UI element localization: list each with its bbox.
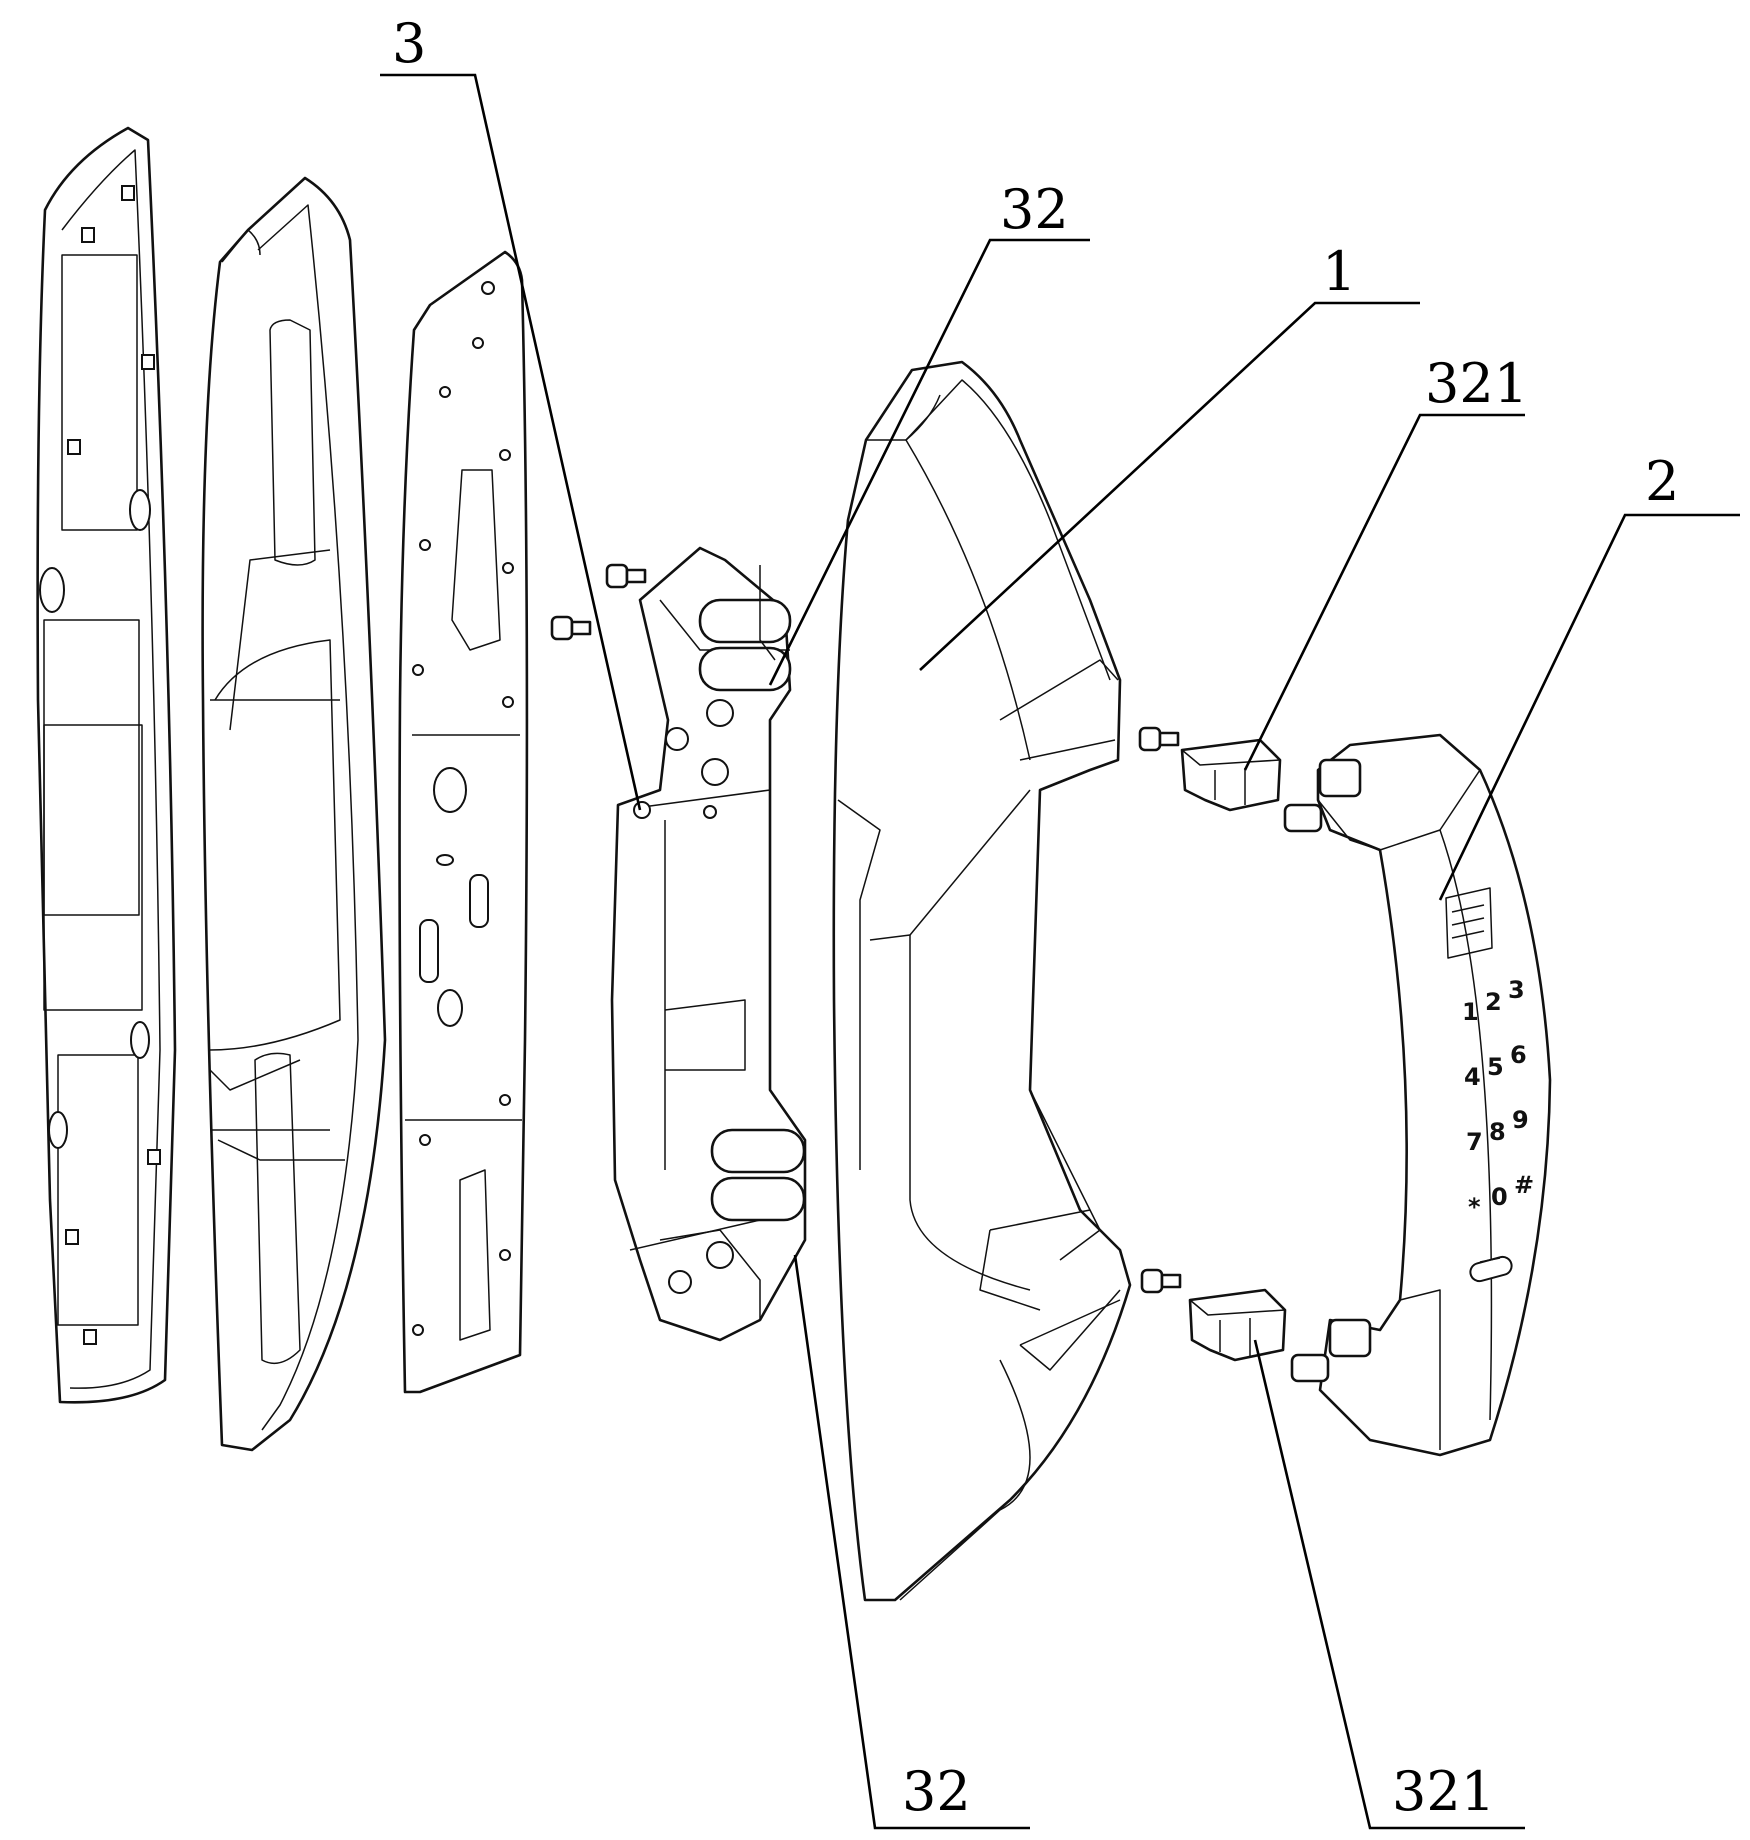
- leader-lines: [380, 73, 1740, 1830]
- front-housing: [832, 360, 1132, 1602]
- leader-1: [919, 301, 1420, 671]
- back-housing: [201, 176, 387, 1452]
- key-0: 0: [1491, 1183, 1508, 1211]
- screw: [1138, 726, 1180, 752]
- leader-32-bottom: [793, 1254, 1030, 1830]
- callout-321-top: 321: [1425, 352, 1528, 415]
- keypad-keys: 1 2 3 4 5 6 7 8 9 * 0 #: [1462, 976, 1534, 1221]
- key-hash: #: [1514, 1171, 1534, 1199]
- callout-321-bottom: 321: [1392, 1760, 1495, 1823]
- key-3: 3: [1508, 976, 1525, 1004]
- key-4: 4: [1464, 1063, 1481, 1091]
- leader-32-top: [768, 238, 1090, 686]
- internal-bracket: [610, 546, 807, 1342]
- callouts: 3 32 1 321 2 32 321: [392, 12, 1679, 1823]
- callout-3: 3: [392, 12, 426, 75]
- leader-321-top: [1243, 413, 1525, 771]
- callout-32-bottom: 32: [902, 1760, 971, 1823]
- callout-32-top: 32: [1000, 178, 1069, 241]
- clip-321-top: [1180, 738, 1282, 812]
- key-8: 8: [1489, 1118, 1506, 1146]
- callout-2: 2: [1645, 450, 1679, 513]
- key-7: 7: [1466, 1128, 1483, 1156]
- keypad-handle: [1283, 733, 1552, 1457]
- leader-2: [1438, 513, 1740, 901]
- back-gasket-plate: [36, 126, 177, 1404]
- clip-321-bottom: [1188, 1288, 1287, 1362]
- key-5: 5: [1487, 1053, 1504, 1081]
- key-2: 2: [1485, 988, 1502, 1016]
- screws: [550, 563, 1182, 1294]
- leader-321-bottom: [1253, 1339, 1525, 1830]
- screw: [1140, 1268, 1182, 1294]
- mounting-plate: [398, 250, 529, 1394]
- callout-1: 1: [1322, 240, 1356, 303]
- key-9: 9: [1512, 1106, 1529, 1134]
- key-star: *: [1468, 1193, 1481, 1221]
- screw: [605, 563, 647, 589]
- leader-3: [380, 73, 642, 811]
- screw: [550, 615, 592, 641]
- key-1: 1: [1462, 998, 1479, 1026]
- key-6: 6: [1510, 1041, 1527, 1069]
